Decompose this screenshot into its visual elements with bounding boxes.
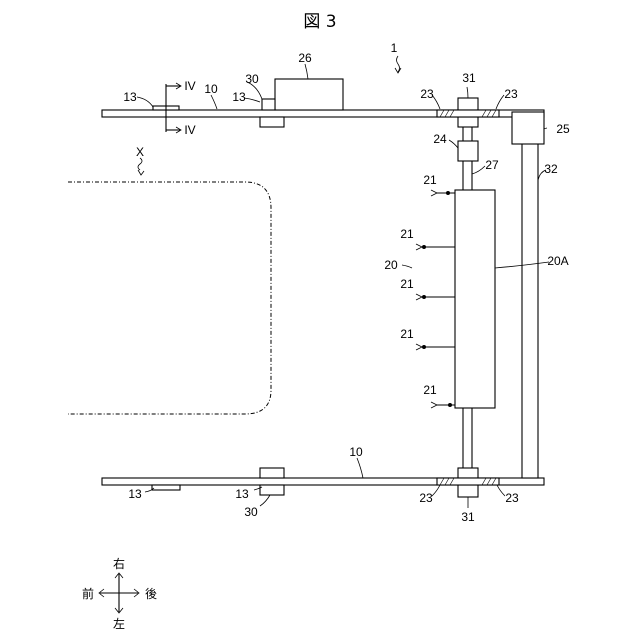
label-IV-bottom: IV [184, 123, 195, 137]
label-21-a: 21 [423, 173, 437, 187]
label-13-top-left: 13 [123, 90, 137, 104]
bearing-31-bottom-upper [458, 468, 478, 478]
compass-right-label: 右 [113, 556, 125, 571]
label-24: 24 [433, 132, 447, 146]
label-10-top: 10 [204, 82, 218, 96]
coupling-24 [458, 141, 478, 161]
label-X: X [136, 145, 144, 159]
label-25: 25 [556, 122, 570, 136]
leader-X-arrowhead [138, 170, 144, 175]
label-IV-top: IV [184, 79, 195, 93]
label-23-top-right: 23 [504, 87, 518, 101]
label-21-d: 21 [400, 327, 414, 341]
bearing-31-top [458, 98, 478, 110]
plate-23-top [437, 110, 499, 117]
label-13-top-center: 13 [232, 90, 246, 104]
label-13-bottom-center: 13 [235, 487, 249, 501]
compass-left-label: 左 [113, 616, 125, 631]
label-21-b: 21 [400, 227, 414, 241]
compass-front-label: 前 [82, 586, 94, 601]
direction-compass: 右 左 前 後 [82, 556, 157, 631]
label-23-top-left: 23 [420, 87, 434, 101]
leader-1 [397, 56, 400, 72]
unit-26 [275, 79, 343, 110]
label-30-bottom: 30 [244, 505, 258, 519]
label-31-bottom: 31 [461, 510, 475, 524]
label-21-e: 21 [423, 383, 437, 397]
label-23-bottom-left: 23 [419, 491, 433, 505]
label-32: 32 [544, 162, 558, 176]
label-30-top: 30 [245, 72, 259, 86]
label-23-bottom-right: 23 [505, 491, 519, 505]
bracket-30-bottom-upper [260, 468, 284, 478]
compass-rear-label: 後 [145, 587, 157, 601]
label-10-bottom: 10 [349, 445, 363, 459]
bracket-30-bottom [260, 485, 284, 495]
vehicle-outline-X [68, 182, 271, 414]
label-27: 27 [485, 158, 499, 172]
pad-13-bottom-left [152, 485, 180, 490]
bearing-31-bottom [458, 485, 478, 497]
plate-23-bottom [437, 478, 499, 485]
frame-32 [522, 140, 538, 478]
leader-X [138, 158, 142, 170]
label-26: 26 [298, 51, 312, 65]
figure-title: 図 3 [303, 12, 336, 32]
nozzle-group-21 [416, 190, 455, 408]
bracket-30-top-lower [260, 117, 284, 127]
label-13-bottom-left: 13 [128, 487, 142, 501]
label-20A: 20A [547, 254, 568, 268]
label-31-top: 31 [462, 71, 476, 85]
leader-1-arrowhead [395, 68, 401, 73]
label-21-c: 21 [400, 277, 414, 291]
unit-25 [512, 112, 544, 144]
body-20A [455, 190, 495, 408]
bearing-31-top-lower [458, 117, 478, 127]
label-1: 1 [391, 41, 398, 55]
label-20: 20 [384, 258, 398, 272]
bracket-30-top [262, 99, 275, 110]
